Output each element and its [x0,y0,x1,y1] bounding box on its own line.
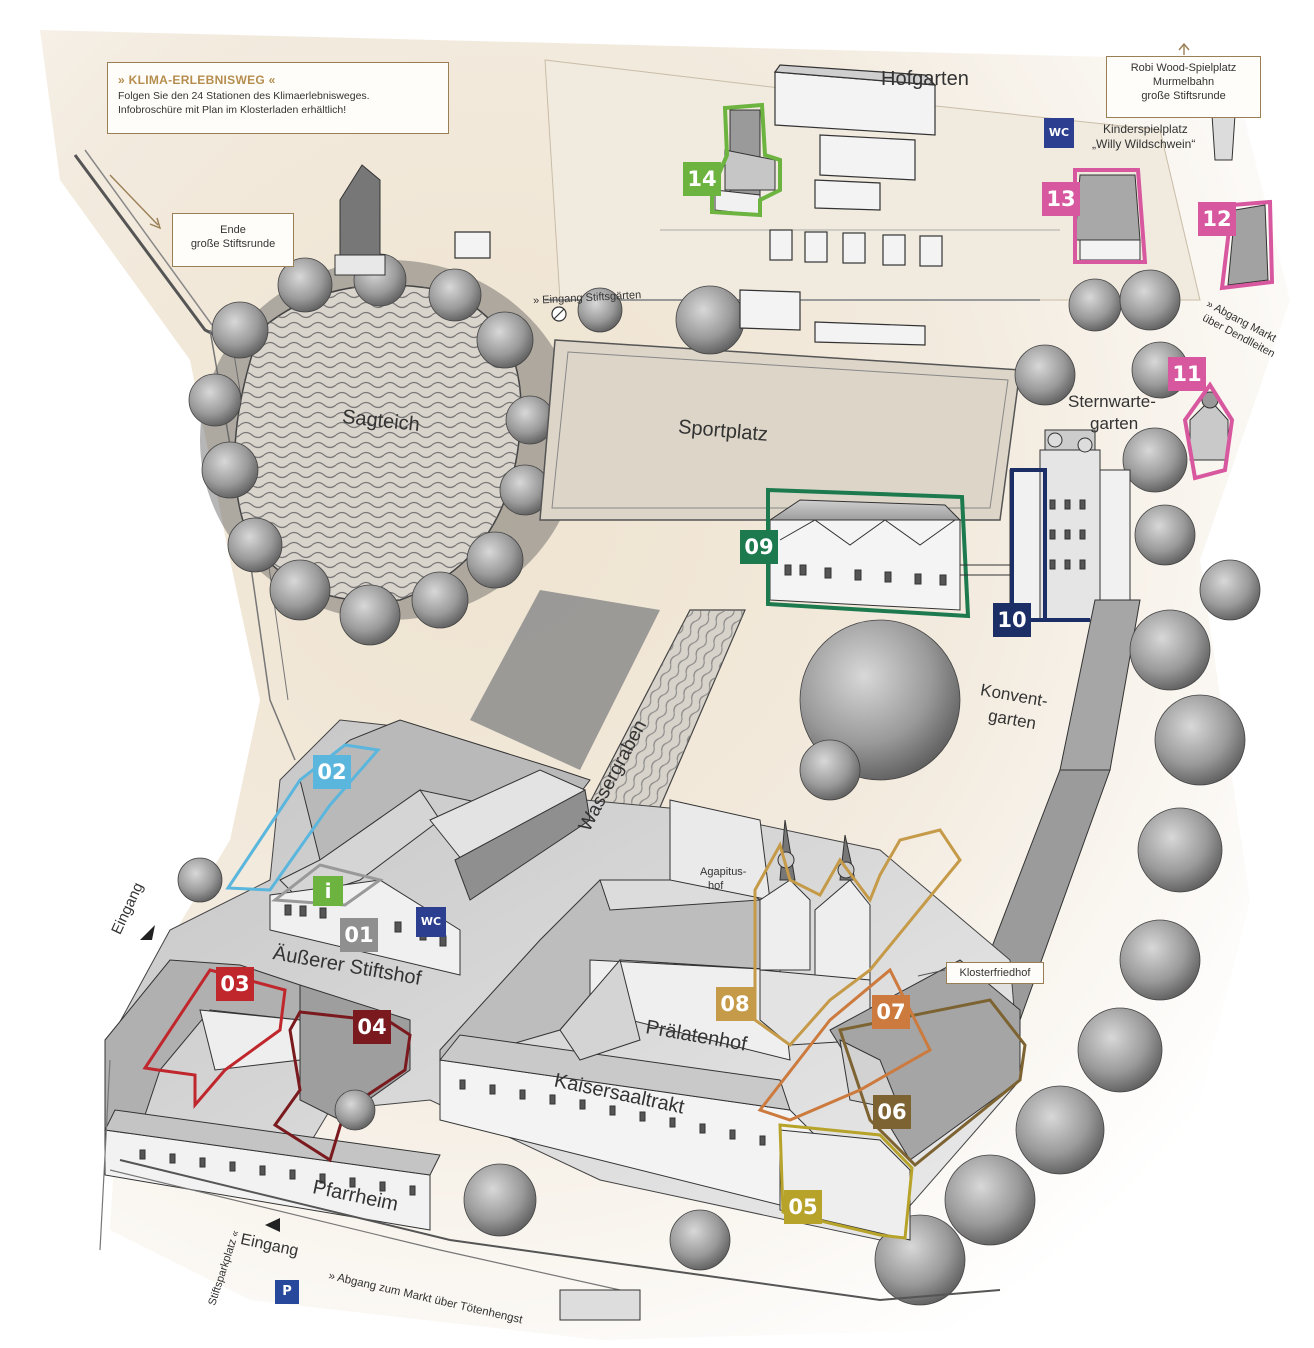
ende-line2: große Stiftsrunde [190,238,276,250]
station-badge-10[interactable]: 10 [993,603,1031,637]
ende-box: Ende große Stiftsrunde [172,213,294,267]
outline-05 [778,1123,914,1240]
klima-info-box: » KLIMA-ERLEBNISWEG « Folgen Sie den 24 … [107,62,449,134]
station-badge-14[interactable]: 14 [683,162,721,196]
label-kinderspielplatz-2: „Willy Wildschwein“ [1092,137,1196,151]
robi-line2: Murmelbahn [1152,76,1215,88]
building-14 [714,109,776,216]
konventgarten-tree [799,619,961,801]
station-badge-06[interactable]: 06 [873,1095,911,1129]
trees-sagteich [188,253,555,646]
station-badge-09[interactable]: 09 [740,530,778,564]
station-badge-05[interactable]: 05 [784,1190,822,1224]
label-sternwarte-2: garten [1090,414,1139,433]
outline-09 [766,487,971,619]
outline-08 [753,828,962,1048]
outline-10 [1010,468,1090,622]
klima-line2: Infobroschüre mit Plan im Klosterladen e… [118,104,347,116]
outline-12 [1219,199,1275,291]
station-badge-03[interactable]: 03 [216,967,254,1001]
label-agapitushof-2: hof [708,880,724,892]
arrow-entrance-west [140,925,155,940]
arrow-entrance-south [265,1218,280,1232]
outline-13 [1073,168,1148,264]
info-icon[interactable]: i [313,876,343,906]
station-badge-07[interactable]: 07 [872,995,910,1029]
arrow-ende [109,174,159,226]
sportplatz-field [539,339,1021,521]
station-badge-13[interactable]: 13 [1042,182,1080,216]
wc-icon-north[interactable]: WC [1044,118,1074,148]
station-badge-08[interactable]: 08 [716,987,754,1021]
trees-north [577,269,1196,566]
wc-icon-main[interactable]: WC [416,907,446,937]
robi-line1: Robi Wood-Spielplatz [1130,62,1237,74]
klosterfriedhof-box: Klosterfriedhof [946,962,1044,984]
label-kinderspielplatz-1: Kinderspielplatz [1103,122,1188,136]
trees-east [874,559,1261,1306]
klima-line1: Folgen Sie den 24 Stationen des Klimaerl… [118,90,370,102]
parking-icon[interactable]: P [275,1280,299,1304]
kaisersaaltrakt [439,799,881,1231]
robi-box: Robi Wood-Spielplatz Murmelbahn große St… [1106,56,1261,118]
klima-title: » KLIMA-ERLEBNISWEG « [118,73,276,87]
station-badge-02[interactable]: 02 [313,755,351,789]
ende-line1: Ende [220,224,246,236]
station-badge-04[interactable]: 04 [353,1010,391,1044]
label-hofgarten: Hofgarten [881,68,969,90]
outline-07 [757,967,932,1122]
hofgarten-buildings [454,64,943,346]
station-badge-12[interactable]: 12 [1198,202,1236,236]
klosterfriedhof-label: Klosterfriedhof [959,967,1031,979]
outline-02 [225,743,381,892]
building-09 [768,499,962,611]
label-agapitushof-1: Agapitus- [700,866,747,878]
robi-line3: große Stiftsrunde [1141,90,1226,102]
station-badge-01[interactable]: 01 [340,918,378,952]
outline-04 [272,1010,412,1163]
trees-south [177,857,731,1271]
building-13 [1074,174,1141,261]
station-badge-11[interactable]: 11 [1168,357,1206,391]
label-sternwarte-1: Sternwarte- [1068,392,1156,411]
building-10 [1009,429,1131,621]
building-12 [1227,204,1269,286]
watch-tower [334,164,386,276]
outline-06 [838,998,1027,1168]
